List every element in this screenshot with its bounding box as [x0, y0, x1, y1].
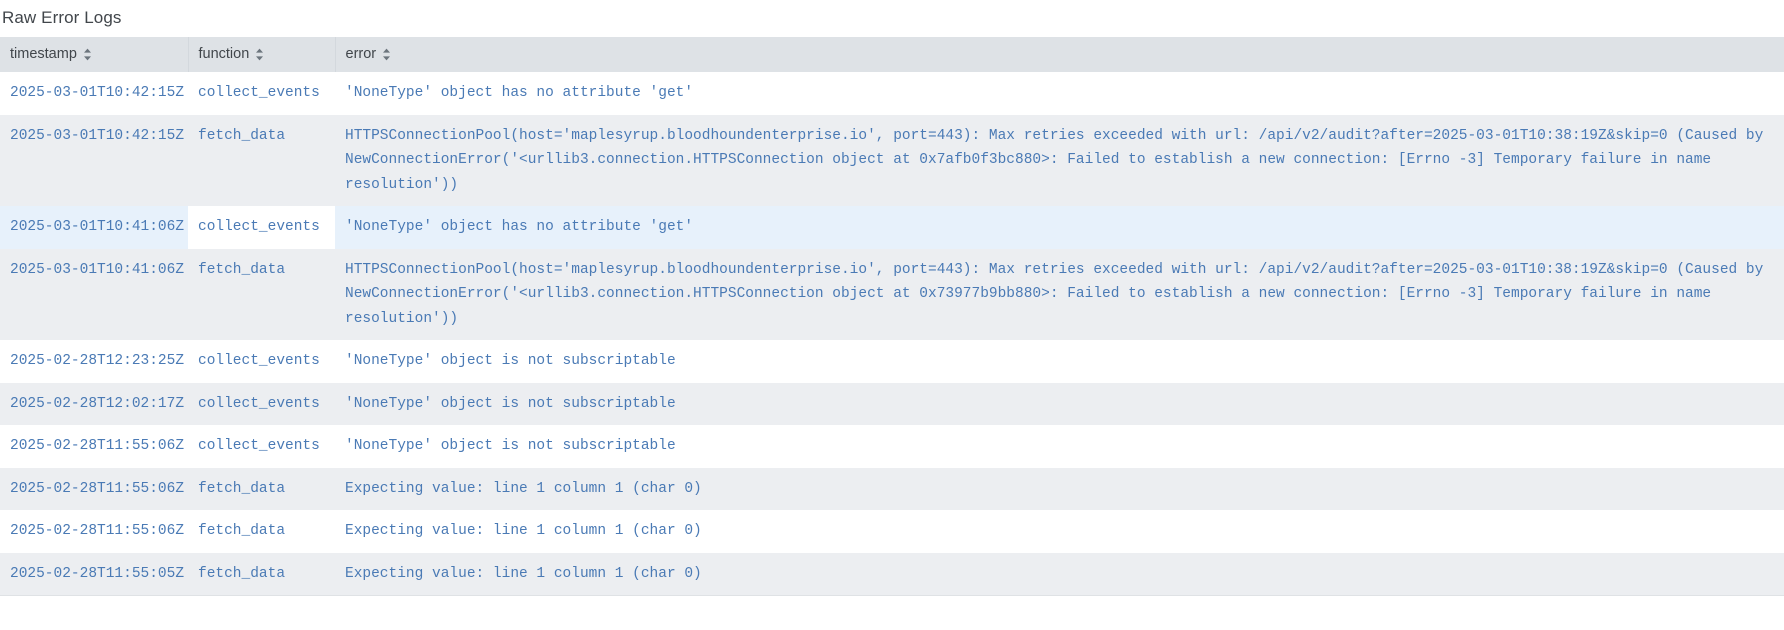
cell-timestamp: 2025-02-28T11:55:05Z — [10, 565, 185, 582]
error-logs-table: timestamp function — [0, 37, 1784, 595]
cell-function: fetch_data — [198, 565, 286, 582]
cell-error: HTTPSConnectionPool(host='maplesyrup.blo… — [345, 127, 1773, 193]
column-header-timestamp[interactable]: timestamp — [0, 37, 189, 72]
cell-timestamp: 2025-02-28T11:55:06Z — [10, 438, 185, 454]
column-header-error[interactable]: error — [335, 37, 1784, 72]
table-row[interactable]: 2025-02-28T12:02:17Z collect_events 'NoneT… — [0, 382, 1784, 425]
cell-function: collect_events — [198, 395, 320, 412]
cell-timestamp: 2025-02-28T11:55:06Z — [10, 523, 185, 539]
cell-timestamp: 2025-02-28T12:23:25Z — [10, 353, 185, 369]
cell-error: Expecting value: line 1 column 1 (char 0… — [345, 480, 702, 497]
page-title: Raw Error Logs — [2, 8, 122, 27]
table-row[interactable]: 2025-02-28T12:23:25Z collect_events 'NoneT… — [0, 340, 1784, 383]
table-header-row: timestamp function — [0, 37, 1784, 72]
cell-function: collect_events — [198, 85, 320, 101]
sort-updown-icon[interactable] — [255, 48, 264, 61]
cell-function: fetch_data — [198, 127, 286, 144]
table-row[interactable]: 2025-02-28T11:55:06Z fetch_data Expecting … — [0, 467, 1784, 510]
cell-function: collect_events — [198, 353, 320, 369]
table-bottom-divider — [0, 595, 1784, 596]
sort-updown-icon[interactable] — [83, 48, 92, 61]
cell-timestamp: 2025-03-01T10:42:15Z — [10, 85, 185, 101]
column-header-function[interactable]: function — [188, 37, 336, 72]
table-header: timestamp function — [0, 37, 1784, 72]
table-row[interactable]: 2025-02-28T11:55:06Z fetch_data Expecting … — [0, 510, 1784, 553]
cell-timestamp: 2025-03-01T10:41:06Z — [10, 261, 185, 278]
cell-function: fetch_data — [198, 261, 286, 278]
cell-timestamp: 2025-03-01T10:41:06Z — [10, 219, 185, 235]
raw-error-logs-panel: Raw Error Logs timestamp — [0, 8, 1784, 596]
cell-error: 'NoneType' object has no attribute 'get' — [345, 85, 694, 101]
cell-function: fetch_data — [198, 480, 286, 497]
table-row[interactable]: 2025-02-28T11:55:05Z fetch_data Expecting … — [0, 552, 1784, 595]
cell-error: 'NoneType' object is not subscriptable — [345, 353, 676, 369]
column-header-label: error — [345, 46, 377, 62]
cell-error: 'NoneType' object is not subscriptable — [345, 395, 676, 412]
cell-error: 'NoneType' object has no attribute 'get' — [345, 219, 694, 235]
cell-function: fetch_data — [198, 523, 286, 539]
table-row[interactable]: 2025-03-01T10:42:15Z fetch_data HTTPSConne… — [0, 114, 1784, 206]
cell-error: 'NoneType' object is not subscriptable — [345, 438, 676, 454]
cell-timestamp: 2025-02-28T11:55:06Z — [10, 480, 185, 497]
column-header-label: timestamp — [10, 46, 77, 62]
cell-error: HTTPSConnectionPool(host='maplesyrup.blo… — [345, 261, 1773, 327]
column-header-label: function — [198, 46, 250, 62]
table-row[interactable]: 2025-03-01T10:42:15Z collect_events 'NoneT… — [0, 72, 1784, 115]
cell-error: Expecting value: line 1 column 1 (char 0… — [345, 523, 702, 539]
table-row[interactable]: 2025-03-01T10:41:06Z fetch_data HTTPSConne… — [0, 248, 1784, 340]
cell-function: collect_events — [198, 438, 320, 454]
sort-updown-icon[interactable] — [382, 48, 391, 61]
cell-timestamp: 2025-03-01T10:42:15Z — [10, 127, 185, 144]
cell-timestamp: 2025-02-28T12:02:17Z — [10, 395, 185, 412]
cell-error: Expecting value: line 1 column 1 (char 0… — [345, 565, 702, 582]
cell-function: collect_events — [188, 206, 335, 249]
table-row[interactable]: 2025-02-28T11:55:06Z collect_events 'NoneT… — [0, 425, 1784, 468]
table-body: 2025-03-01T10:42:15Z collect_events 'NoneT… — [0, 72, 1784, 595]
